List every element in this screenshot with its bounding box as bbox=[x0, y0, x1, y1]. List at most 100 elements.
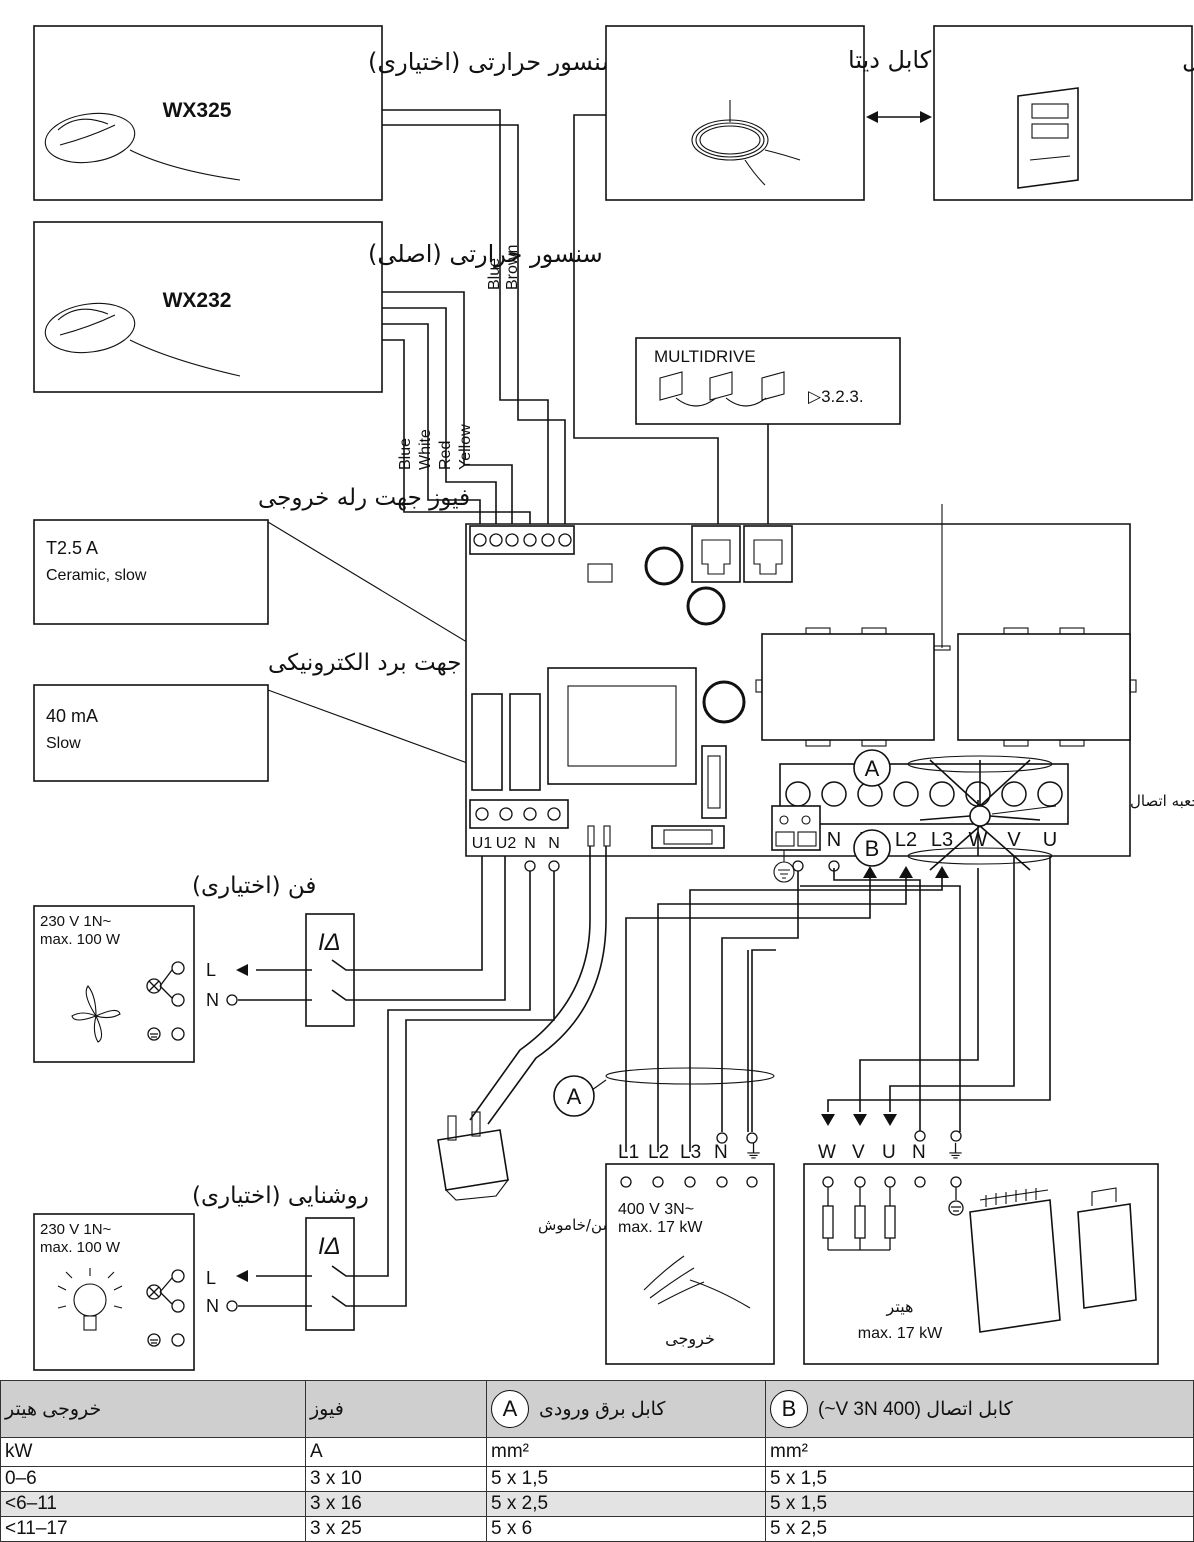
cable-b-marker bbox=[907, 847, 1053, 865]
terminal-label: L3 bbox=[931, 829, 953, 851]
main-sensor-box bbox=[33, 221, 383, 393]
heater-spec: max. 17 kW bbox=[858, 1325, 943, 1342]
heater-terminal: W bbox=[818, 1142, 836, 1163]
heater-icon bbox=[969, 1187, 1137, 1333]
arrow bbox=[236, 964, 248, 976]
sensor-icon bbox=[44, 112, 241, 181]
terminal-dot bbox=[950, 1130, 962, 1142]
light-box bbox=[33, 1213, 195, 1371]
letter-b: B bbox=[865, 836, 880, 861]
table-cell: 0–6 bbox=[0, 1466, 306, 1492]
sensor-icon bbox=[44, 302, 241, 377]
table-cell: 3 x 16 bbox=[305, 1491, 487, 1517]
table-cell: mm² bbox=[765, 1437, 1194, 1467]
wire-label-red: Red bbox=[437, 441, 454, 470]
fan-l-label: L bbox=[206, 960, 216, 980]
light-n-label: N bbox=[206, 1296, 219, 1316]
table-cell: 3 x 10 bbox=[305, 1466, 487, 1492]
multidrive-title: MULTIDRIVE bbox=[654, 347, 756, 366]
supply-spec-voltage: 400 V 3N~ bbox=[618, 1201, 694, 1218]
control-board bbox=[465, 504, 1137, 857]
supply-title: خروجی bbox=[665, 1329, 715, 1349]
supply-terminal: L1 bbox=[618, 1142, 639, 1163]
wire-label-brown: Brown bbox=[504, 245, 521, 290]
terminal-dot bbox=[524, 860, 536, 872]
terminal-label: U1 bbox=[472, 835, 493, 852]
rcd-symbol: IΔ bbox=[318, 929, 341, 956]
control-panel-icon bbox=[1017, 87, 1079, 189]
supply-wiring bbox=[625, 868, 943, 1152]
letter-badge: B bbox=[770, 1390, 808, 1428]
table-cell: 5 x 2,5 bbox=[765, 1516, 1194, 1542]
fan-spec-power: max. 100 W bbox=[40, 931, 121, 948]
fuse-board-value: 40 mA bbox=[46, 706, 98, 726]
table-row: <11–17 3 x 25 5 x 6 5 x 2,5 bbox=[0, 1516, 1194, 1542]
heater-elements bbox=[822, 1176, 964, 1251]
light-terminals bbox=[146, 1269, 185, 1347]
fan-icon bbox=[71, 985, 121, 1043]
fan-n-label: N bbox=[206, 990, 219, 1010]
fan-terminals bbox=[146, 961, 185, 1041]
terminal-dot bbox=[914, 1130, 926, 1142]
table-cell: <6–11 bbox=[0, 1491, 306, 1517]
light-spec-power: max. 100 W bbox=[40, 1239, 121, 1256]
heater-terminal: ⏚ bbox=[946, 1142, 965, 1163]
terminal-label: U2 bbox=[496, 835, 517, 852]
cable-a-badge bbox=[553, 1075, 595, 1117]
data-cable-box bbox=[605, 25, 865, 201]
fan-wiring bbox=[238, 856, 506, 1001]
table-header-cell: کابل اتصال (400 V 3N~)B bbox=[765, 1380, 1194, 1438]
table-row: <6–11 3 x 16 5 x 2,5 5 x 1,5 bbox=[0, 1491, 1194, 1517]
fuse-relay-title: فیوز جهت رله خروجی bbox=[258, 485, 470, 511]
table-cell: 5 x 2,5 bbox=[486, 1491, 766, 1517]
multidrive-connectors-icon bbox=[659, 371, 785, 407]
table-header-cell: فیوز bbox=[305, 1380, 487, 1438]
table-cell: 5 x 1,5 bbox=[765, 1491, 1194, 1517]
light-bulb-icon bbox=[57, 1268, 123, 1331]
light-wiring bbox=[238, 868, 555, 1307]
fan-title: فن (اختیاری) bbox=[192, 873, 316, 899]
table-cell: A bbox=[305, 1437, 487, 1467]
table-cell: 5 x 1,5 bbox=[486, 1466, 766, 1492]
terminal-dot bbox=[716, 1132, 728, 1144]
junction-box-label: جعبه اتصال bbox=[1130, 792, 1194, 810]
supply-terminal: L2 bbox=[648, 1142, 669, 1163]
fan-spec-voltage: 230 V 1N~ bbox=[40, 913, 112, 930]
table-header-cell: خروجی هیتر bbox=[0, 1380, 306, 1438]
terminal-label: U bbox=[1043, 829, 1057, 851]
fan-box bbox=[33, 905, 195, 1063]
letter-a: A bbox=[865, 756, 880, 781]
supply-terminals bbox=[620, 1176, 758, 1188]
terminal-dot bbox=[746, 1132, 758, 1144]
cable-end-icon bbox=[643, 1255, 751, 1309]
wire-label-blue: Blue bbox=[397, 438, 414, 470]
sensor-wires bbox=[382, 109, 769, 524]
arrow bbox=[863, 866, 949, 878]
light-spec-voltage: 230 V 1N~ bbox=[40, 1221, 112, 1238]
fuse-relay-type: Ceramic, slow bbox=[46, 567, 147, 584]
letter-a: A bbox=[567, 1084, 582, 1109]
light-title: روشنایی (اختیاری) bbox=[192, 1183, 369, 1209]
fuse-board-type: Slow bbox=[46, 735, 81, 752]
table-units-row: kW A mm² mm² bbox=[0, 1437, 1194, 1467]
terminal-label: N bbox=[524, 835, 536, 852]
fuse-board-box bbox=[33, 684, 269, 782]
supply-terminal: N bbox=[714, 1142, 728, 1163]
terminal-label: V bbox=[1007, 829, 1021, 851]
table-cell: 5 x 6 bbox=[486, 1516, 766, 1542]
arrow bbox=[821, 1114, 897, 1126]
optional-sensor-title: سنسور حرارتی (اختیاری) bbox=[368, 48, 621, 76]
terminal-dot bbox=[226, 994, 238, 1006]
cable-a-badge bbox=[853, 749, 891, 787]
main-sensor-model: WX232 bbox=[163, 289, 232, 312]
wire-label-yellow: Yellow bbox=[457, 424, 474, 470]
optional-sensor-model: WX325 bbox=[163, 99, 232, 122]
wire-label-white: White bbox=[417, 429, 434, 470]
data-cable-title: کابل دیتا bbox=[848, 46, 932, 74]
supply-box bbox=[605, 1163, 775, 1365]
main-sensor-title: سنسور حرارتی (اصلی) bbox=[368, 240, 603, 268]
terminal-dot bbox=[226, 1300, 238, 1312]
